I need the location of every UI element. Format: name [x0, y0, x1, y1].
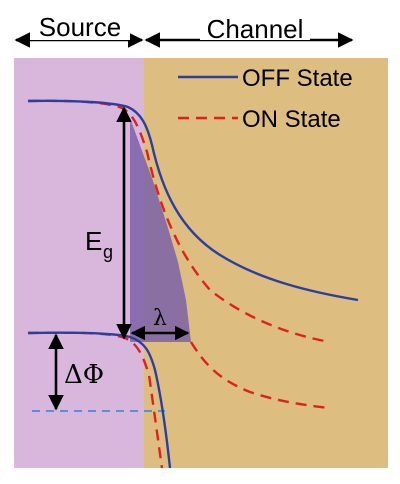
off-state-conduction-band: [27, 99, 359, 302]
lambda-label: λ: [153, 306, 167, 331]
off-state-valence-band: [27, 331, 172, 469]
channel-region: [144, 58, 388, 468]
channel-label-bg: [200, 14, 310, 40]
legend-off-label: OFF State: [242, 65, 353, 92]
channel-label: Channel: [207, 14, 304, 44]
source-label: Source: [39, 12, 121, 42]
bandgap-subscript: g: [103, 242, 113, 262]
delta-phi-label: ΔΦ: [64, 360, 104, 390]
on-state-channel-valence-band: [189, 341, 331, 410]
bandgap-label: E: [85, 226, 102, 256]
tunneling-barrier-wedge: [130, 118, 191, 342]
legend-on-label: ON State: [242, 106, 341, 133]
source-label-bg: [30, 12, 130, 40]
